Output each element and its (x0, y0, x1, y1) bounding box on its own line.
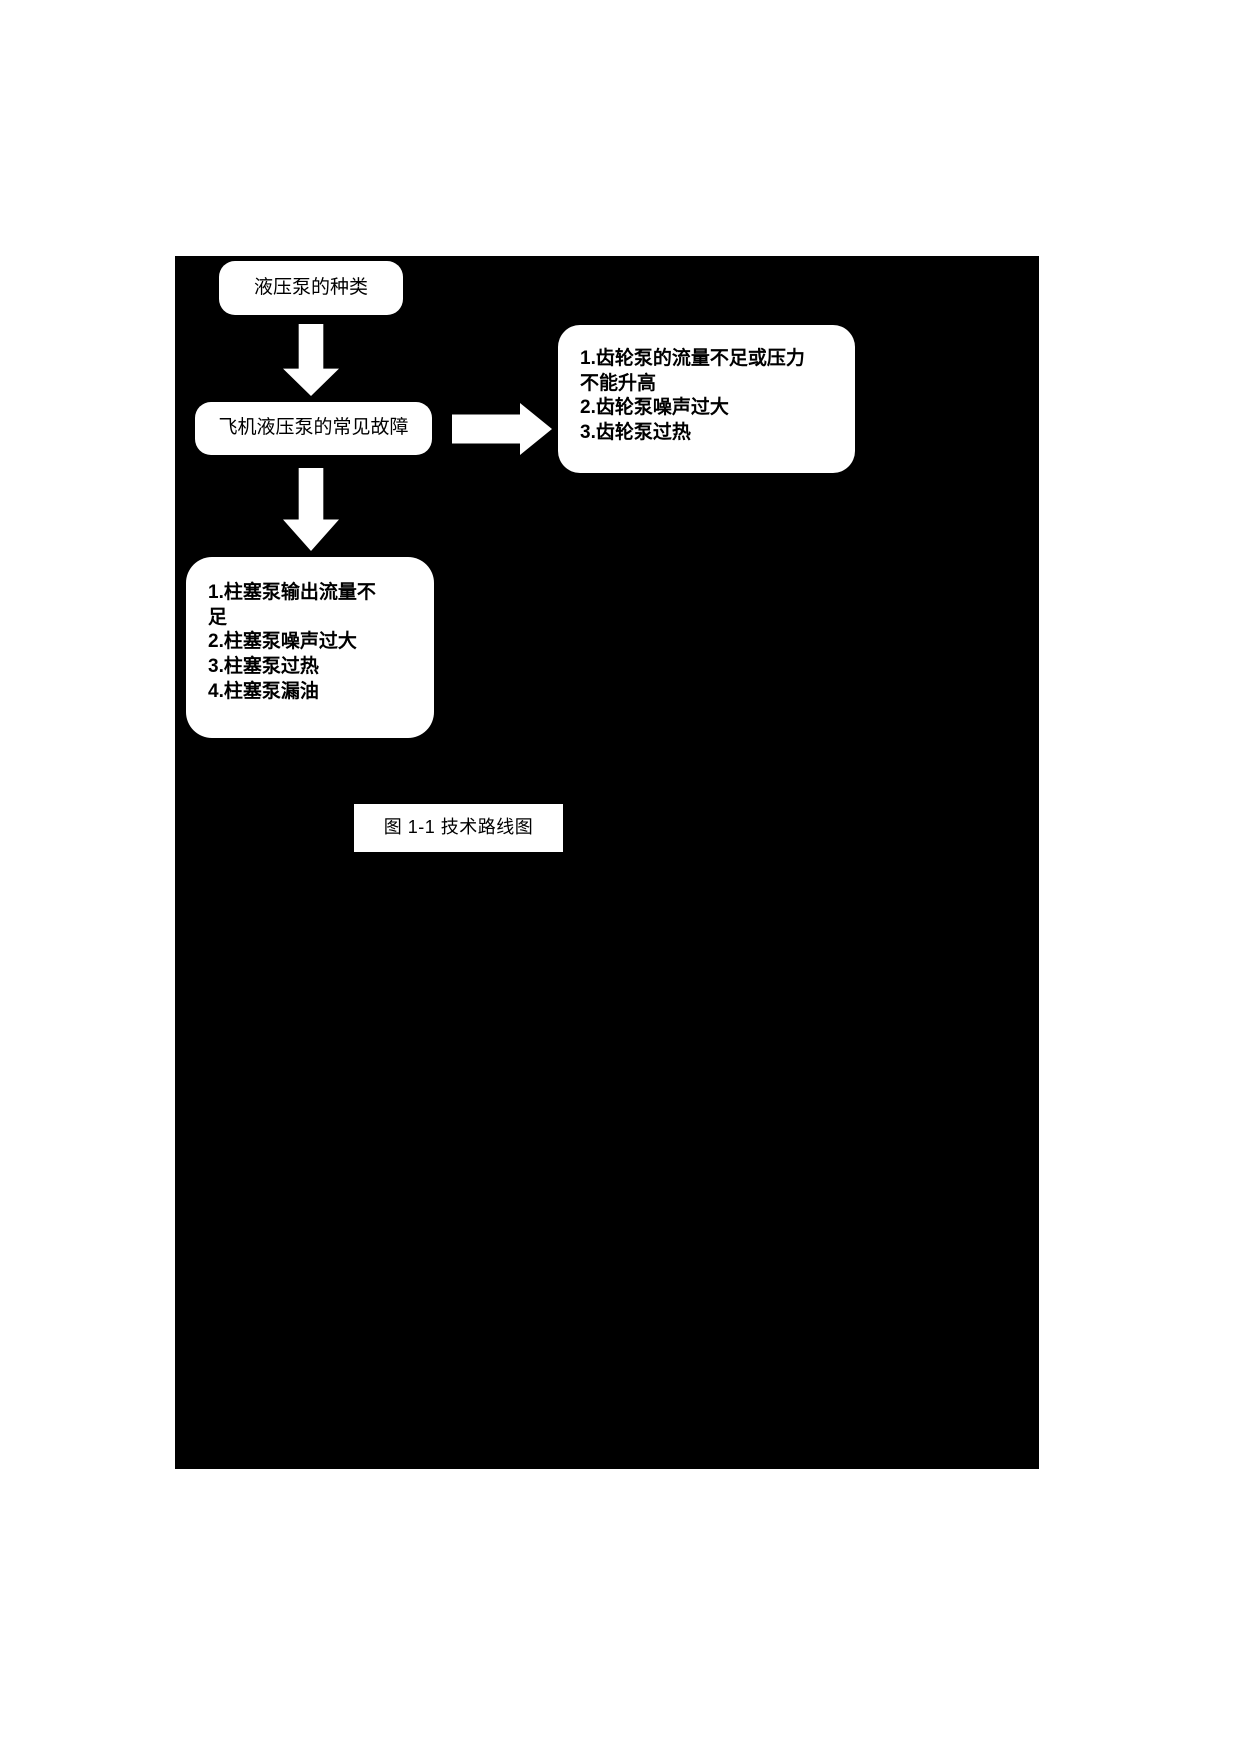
node-piston-pump-faults[interactable]: 1.柱塞泵输出流量不 足 2.柱塞泵噪声过大 3.柱塞泵过热 4.柱塞泵漏油 (186, 557, 434, 738)
node-common-faults[interactable]: 飞机液压泵的常见故障 (195, 402, 432, 455)
figure-caption-text: 图 1-1 技术路线图 (383, 817, 534, 838)
node-pump-types-label: 液压泵的种类 (253, 276, 368, 298)
figure-canvas: 液压泵的种类 飞机液压泵的常见故障 1.齿轮泵的流量不足或压力 不能升高 2.齿… (175, 256, 1039, 1469)
node-pump-types[interactable]: 液压泵的种类 (219, 261, 403, 315)
node-common-faults-label: 飞机液压泵的常见故障 (218, 417, 409, 439)
figure-caption: 图 1-1 技术路线图 (354, 804, 563, 852)
arrow-down-icon-types-to-faults (283, 324, 339, 396)
node-gear-pump-faults[interactable]: 1.齿轮泵的流量不足或压力 不能升高 2.齿轮泵噪声过大 3.齿轮泵过热 (558, 325, 855, 473)
arrow-right-icon-faults-to-gear (452, 403, 552, 455)
arrow-down-icon-faults-to-piston (283, 468, 339, 551)
